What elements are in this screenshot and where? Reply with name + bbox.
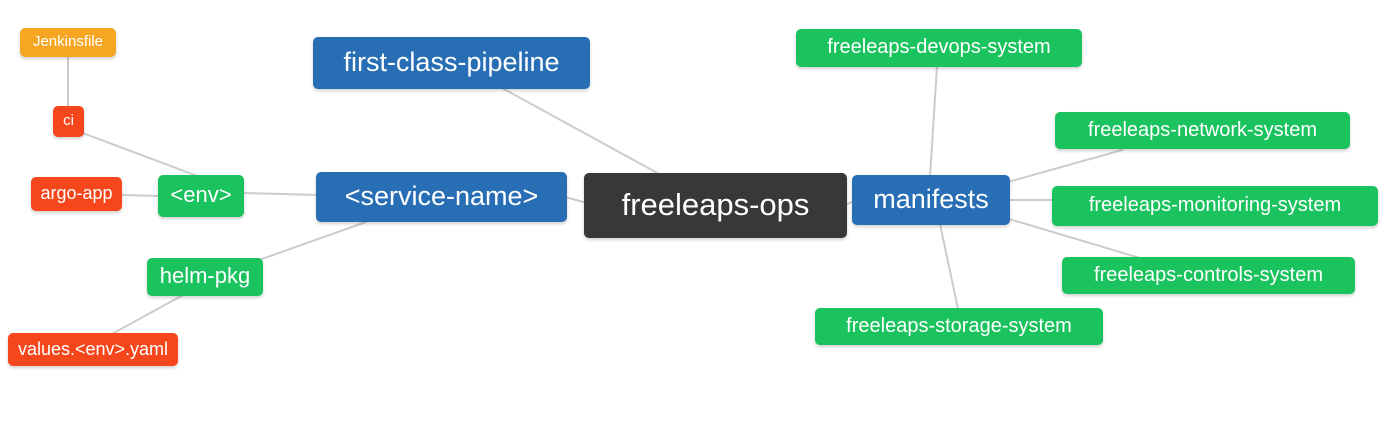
node-label-argo-app: argo-app: [40, 183, 113, 203]
node-label-freeleaps-controls-system: freeleaps-controls-system: [1094, 263, 1323, 286]
mindmap-node-manifests[interactable]: manifests: [852, 175, 1010, 225]
edge-helm-pkg-to-service-name: [258, 221, 367, 261]
edge-env-to-service-name: [242, 192, 319, 196]
mindmap-node-freeleaps-storage-system[interactable]: freeleaps-storage-system: [815, 308, 1103, 345]
edge-manifests-to-freeleaps-storage-system: [939, 223, 959, 310]
mindmap-node-values-env-yaml[interactable]: values.<env>.yaml: [8, 333, 178, 366]
edge-first-class-pipeline-to-freeleaps-ops: [501, 87, 662, 176]
node-label-helm-pkg: helm-pkg: [159, 263, 251, 288]
mindmap-node-ci[interactable]: ci: [53, 106, 84, 137]
mindmap-node-freeleaps-devops-system[interactable]: freeleaps-devops-system: [796, 29, 1082, 67]
mindmap-node-freeleaps-network-system[interactable]: freeleaps-network-system: [1055, 112, 1350, 149]
node-label-service-name: <service-name>: [344, 180, 539, 211]
node-label-jenkinsfile: Jenkinsfile: [32, 33, 104, 50]
mindmap-node-argo-app[interactable]: argo-app: [31, 177, 122, 211]
node-label-freeleaps-monitoring-system: freeleaps-monitoring-system: [1088, 194, 1342, 216]
node-label-freeleaps-network-system: freeleaps-network-system: [1088, 118, 1317, 141]
node-label-env: <env>: [170, 182, 232, 207]
mindmap-node-freeleaps-controls-system[interactable]: freeleaps-controls-system: [1062, 257, 1355, 294]
node-label-ci: ci: [63, 112, 74, 129]
node-label-freeleaps-devops-system: freeleaps-devops-system: [827, 36, 1051, 58]
mindmap-node-first-class-pipeline[interactable]: first-class-pipeline: [313, 37, 590, 89]
node-label-first-class-pipeline: first-class-pipeline: [343, 46, 560, 77]
mindmap-node-freeleaps-monitoring-system[interactable]: freeleaps-monitoring-system: [1052, 186, 1378, 226]
edge-manifests-to-freeleaps-network-system: [1007, 149, 1123, 183]
edge-values-env-yaml-to-helm-pkg: [111, 294, 184, 335]
mindmap-node-env[interactable]: <env>: [158, 175, 244, 217]
mindmap-node-freeleaps-ops[interactable]: freeleaps-ops: [584, 173, 847, 238]
mindmap-node-helm-pkg[interactable]: helm-pkg: [147, 258, 263, 296]
edge-ci-to-env: [79, 131, 201, 178]
node-label-manifests: manifests: [873, 183, 989, 214]
edge-argo-app-to-env: [120, 194, 161, 197]
edge-manifests-to-freeleaps-devops-system: [929, 65, 938, 178]
mindmap-node-jenkinsfile[interactable]: Jenkinsfile: [20, 28, 116, 57]
node-label-values-env-yaml: values.<env>.yaml: [17, 338, 169, 359]
node-label-freeleaps-ops: freeleaps-ops: [621, 187, 810, 222]
node-label-freeleaps-storage-system: freeleaps-storage-system: [846, 314, 1072, 337]
mindmap-node-service-name[interactable]: <service-name>: [316, 172, 567, 222]
